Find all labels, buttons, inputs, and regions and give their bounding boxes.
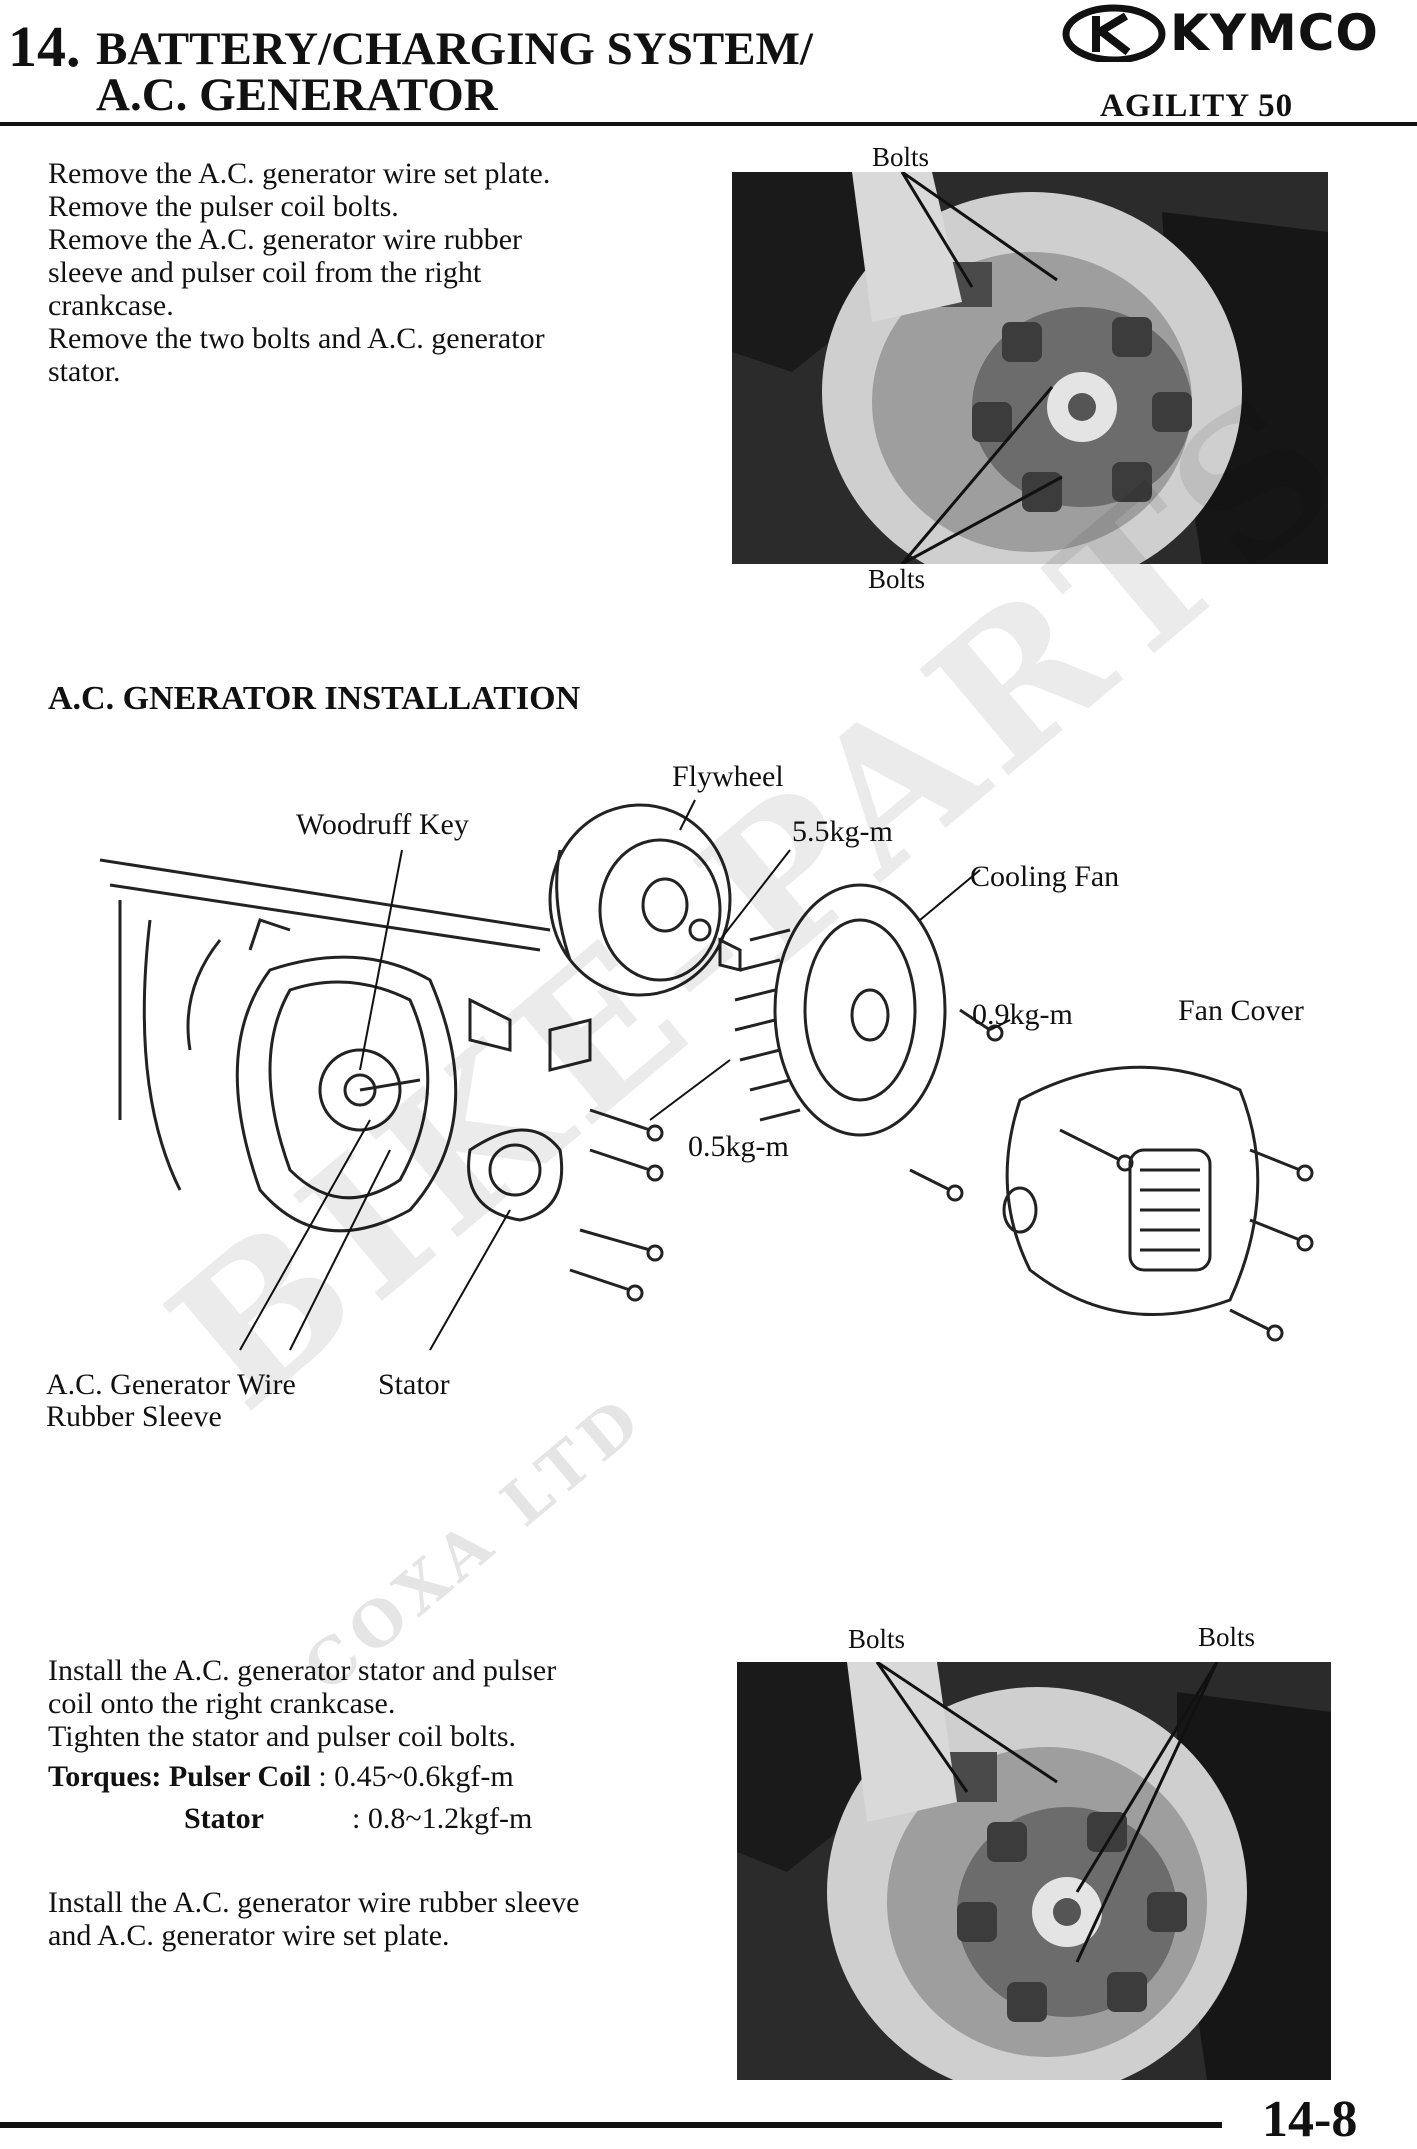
installation-heading: A.C. GNERATOR INSTALLATION — [48, 680, 581, 717]
chapter-title-line2: A.C. GENERATOR — [96, 69, 498, 121]
label-woodruff-key: Woodruff Key — [296, 808, 469, 841]
brand-name: KYMCO — [1170, 4, 1379, 62]
removal-line: Remove the pulser coil bolts. — [48, 190, 399, 223]
photo1-label-bottom: Bolts — [868, 564, 926, 594]
stator-installation-photo-art — [737, 1662, 1331, 2080]
torque-stator-label: Stator — [184, 1802, 264, 1835]
removal-line: sleeve and pulser coil from the right — [48, 256, 482, 289]
removal-line: crankcase. — [48, 289, 174, 322]
label-torque-stator: 0.5kg-m — [688, 1130, 789, 1163]
stator-removal-photo — [732, 172, 1328, 564]
label-fan-cover: Fan Cover — [1178, 994, 1304, 1027]
torque-stator-value: : 0.8~1.2kgf-m — [352, 1802, 533, 1835]
installation-step-line: Tighten the stator and pulser coil bolts… — [48, 1720, 517, 1753]
label-torque-fan: 0.9kg-m — [972, 998, 1073, 1031]
label-wire-sleeve-line1: A.C. Generator Wire — [46, 1368, 296, 1401]
removal-instructions: Remove the A.C. generator wire set plate… — [48, 157, 688, 388]
removal-line: Remove the A.C. generator wire rubber — [48, 223, 523, 256]
installation-final-line: Install the A.C. generator wire rubber s… — [48, 1886, 580, 1919]
stator-removal-photo-art — [732, 172, 1328, 564]
model-name: AGILITY 50 — [1100, 88, 1294, 124]
torque-pulser-value: : 0.45~0.6kgf-m — [318, 1760, 514, 1793]
label-wire-sleeve-line2: Rubber Sleeve — [46, 1400, 222, 1433]
exploded-diagram-art — [99, 799, 1314, 1351]
torque-heading: Torques: — [48, 1760, 162, 1793]
installation-final: Install the A.C. generator wire rubber s… — [48, 1886, 708, 1952]
photo2-label-right: Bolts — [1198, 1622, 1256, 1652]
torque-specs: Torques: Pulser Coil : 0.45~0.6kgf-m Sta… — [48, 1756, 532, 1840]
removal-line: Remove the A.C. generator wire set plate… — [48, 157, 551, 190]
page-number: 14-8 — [1262, 2091, 1358, 2148]
chapter-number: 14. — [8, 14, 81, 79]
header-rule — [0, 122, 1417, 126]
brand-logo: KYMCO — [1062, 4, 1412, 64]
label-cooling-fan: Cooling Fan — [970, 860, 1120, 893]
brand-logo-mark — [1062, 4, 1166, 64]
stator-installation-photo — [737, 1662, 1331, 2080]
installation-steps: Install the A.C. generator stator and pu… — [48, 1654, 688, 1753]
photo1-label-top: Bolts — [872, 142, 930, 172]
installation-step-line: coil onto the right crankcase. — [48, 1687, 396, 1720]
torque-row-pulser: Torques: Pulser Coil : 0.45~0.6kgf-m — [48, 1756, 514, 1798]
photo2-label-left: Bolts — [848, 1624, 906, 1654]
label-torque-flywheel: 5.5kg-m — [792, 815, 893, 848]
installation-final-line: and A.C. generator wire set plate. — [48, 1919, 450, 1952]
footer-rule — [0, 2122, 1222, 2128]
label-stator: Stator — [378, 1368, 450, 1401]
label-flywheel: Flywheel — [672, 760, 784, 793]
torque-row-stator: Stator : 0.8~1.2kgf-m — [48, 1798, 532, 1840]
installation-step-line: Install the A.C. generator stator and pu… — [48, 1654, 557, 1687]
removal-line: Remove the two bolts and A.C. generator — [48, 322, 545, 355]
exploded-diagram — [90, 790, 1330, 1360]
chapter-title-line1: BATTERY/CHARGING SYSTEM/ — [96, 23, 813, 75]
torque-pulser-label: Pulser Coil — [168, 1760, 311, 1793]
removal-line: stator. — [48, 355, 121, 388]
